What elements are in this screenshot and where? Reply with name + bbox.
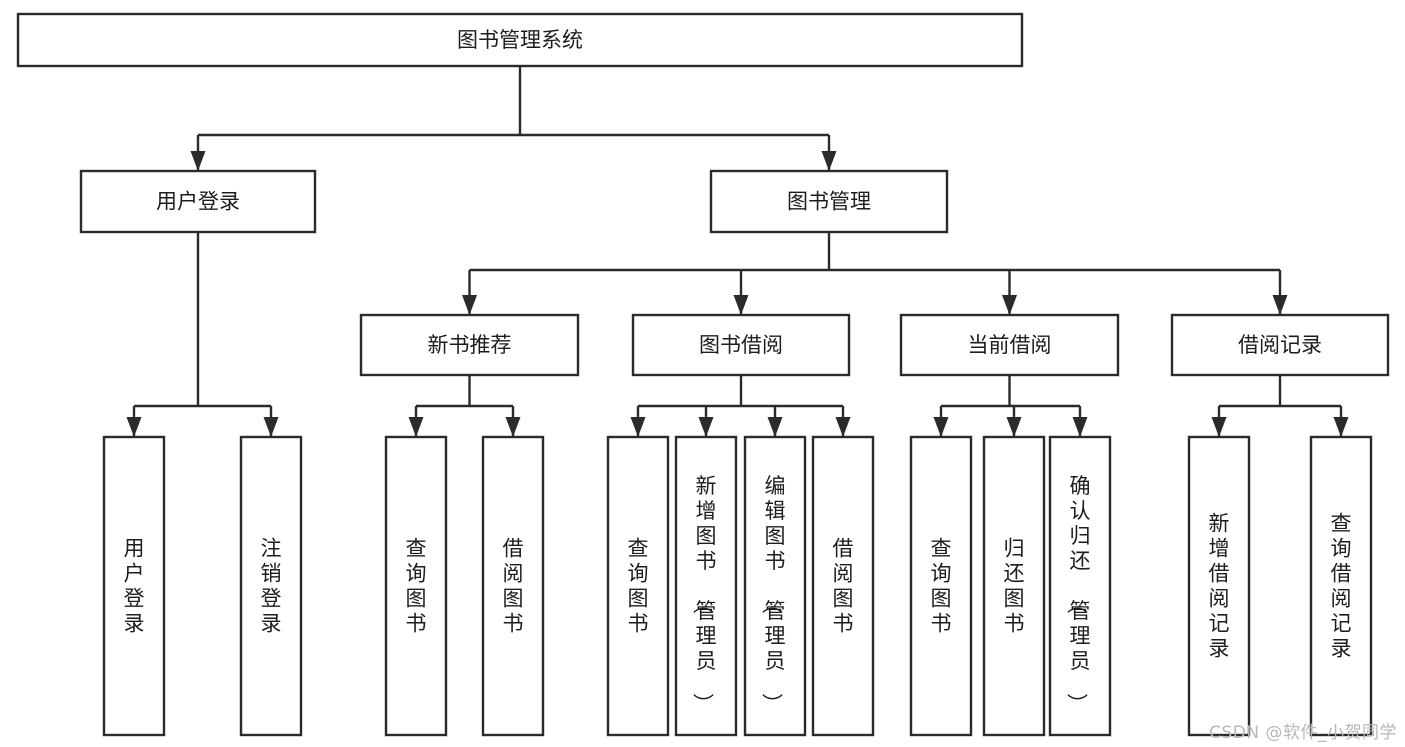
connector-layer	[126, 66, 1349, 437]
node-l3-当前借阅[interactable]: 当前借阅	[899, 313, 1120, 377]
node-leaf-9-box[interactable]	[982, 435, 1046, 737]
node-leaf-8-label: 查询图书	[931, 537, 952, 636]
arrow-head-icon	[1072, 417, 1088, 437]
node-leaf-12-box[interactable]	[1309, 435, 1373, 737]
node-leaf-7-box[interactable]	[811, 435, 875, 737]
node-leaf-10[interactable]: 确认归还（管理员）	[1048, 435, 1112, 737]
node-leaf-10-label: 确认归还（管理员）	[1065, 474, 1091, 714]
node-leaf-3-label: 借阅图书	[503, 537, 524, 636]
node-l2-用户登录-box[interactable]	[79, 169, 317, 234]
node-leaf-11-label: 新增借阅记录	[1209, 512, 1230, 661]
node-l3-借阅记录-label: 借阅记录	[1238, 333, 1322, 357]
node-leaf-4-box[interactable]	[606, 435, 670, 737]
node-root-图书管理系统-label: 图书管理系统	[457, 28, 583, 52]
arrow-head-icon	[1211, 417, 1227, 437]
arrow-head-icon	[1006, 417, 1022, 437]
node-leaf-2-box[interactable]	[384, 435, 448, 737]
node-l2-图书管理[interactable]: 图书管理	[709, 169, 949, 234]
node-leaf-6-box[interactable]	[743, 435, 807, 737]
node-leaf-7[interactable]: 借阅图书	[811, 435, 875, 737]
arrow-head-icon	[767, 417, 783, 437]
node-leaf-0-box[interactable]	[102, 435, 166, 737]
node-leaf-5-box[interactable]	[674, 435, 738, 737]
arrow-head-icon	[630, 417, 646, 437]
node-leaf-0-label: 用户登录	[124, 537, 145, 636]
arrow-head-icon	[263, 417, 279, 437]
node-leaf-2[interactable]: 查询图书	[384, 435, 448, 737]
arrow-head-icon	[698, 417, 714, 437]
node-l3-当前借阅-label: 当前借阅	[968, 333, 1052, 357]
node-l3-图书借阅-box[interactable]	[631, 313, 851, 377]
arrow-head-icon	[1333, 417, 1349, 437]
arrow-head-icon	[835, 417, 851, 437]
node-l3-新书推荐-label: 新书推荐	[428, 333, 512, 357]
node-l2-图书管理-box[interactable]	[709, 169, 949, 234]
node-l3-借阅记录[interactable]: 借阅记录	[1170, 313, 1390, 377]
node-l3-图书借阅-label: 图书借阅	[699, 333, 783, 357]
node-l3-借阅记录-box[interactable]	[1170, 313, 1390, 377]
node-leaf-3-box[interactable]	[481, 435, 545, 737]
node-root-图书管理系统-box[interactable]	[16, 12, 1024, 68]
node-leaf-2-label: 查询图书	[406, 537, 427, 636]
node-l3-新书推荐[interactable]: 新书推荐	[359, 313, 580, 377]
node-l3-新书推荐-box[interactable]	[359, 313, 580, 377]
arrow-head-icon	[408, 417, 424, 437]
node-l2-用户登录[interactable]: 用户登录	[79, 169, 317, 234]
csdn-watermark: CSDN @软件_小贺同学	[1209, 723, 1397, 743]
node-leaf-6-label: 编辑图书（管理员）	[760, 474, 786, 714]
node-l2-图书管理-label: 图书管理	[787, 190, 871, 214]
arrow-head-icon	[733, 295, 749, 315]
node-leaf-1-box[interactable]	[239, 435, 303, 737]
node-leaf-1[interactable]: 注销登录	[239, 435, 303, 737]
node-leaf-5-label: 新增图书（管理员）	[691, 474, 717, 714]
node-leaf-4-label: 查询图书	[628, 537, 649, 636]
node-l3-图书借阅[interactable]: 图书借阅	[631, 313, 851, 377]
node-l2-用户登录-label: 用户登录	[156, 190, 240, 214]
node-leaf-8-box[interactable]	[909, 435, 973, 737]
node-leaf-1-label: 注销登录	[261, 537, 282, 636]
node-leaf-12[interactable]: 查询借阅记录	[1309, 435, 1373, 737]
node-leaf-12-label: 查询借阅记录	[1331, 512, 1352, 661]
node-leaf-0[interactable]: 用户登录	[102, 435, 166, 737]
node-l3-当前借阅-box[interactable]	[899, 313, 1120, 377]
node-leaf-5[interactable]: 新增图书（管理员）	[674, 435, 738, 737]
arrow-head-icon	[1002, 295, 1017, 315]
node-leaf-8[interactable]: 查询图书	[909, 435, 973, 737]
node-leaf-6[interactable]: 编辑图书（管理员）	[743, 435, 807, 737]
arrow-head-icon	[190, 151, 206, 171]
arrow-head-icon	[821, 151, 837, 171]
node-leaf-3[interactable]: 借阅图书	[481, 435, 545, 737]
node-leaf-4[interactable]: 查询图书	[606, 435, 670, 737]
node-leaf-11-box[interactable]	[1187, 435, 1251, 737]
arrow-head-icon	[462, 295, 477, 315]
node-root-图书管理系统[interactable]: 图书管理系统	[16, 12, 1024, 68]
arrow-head-icon	[1272, 295, 1288, 315]
node-leaf-11[interactable]: 新增借阅记录	[1187, 435, 1251, 737]
node-leaf-9[interactable]: 归还图书	[982, 435, 1046, 737]
node-leaf-7-label: 借阅图书	[833, 537, 854, 636]
arrow-head-icon	[126, 417, 142, 437]
arrow-head-icon	[505, 417, 521, 437]
node-leaf-9-label: 归还图书	[1004, 537, 1025, 636]
arrow-head-icon	[933, 417, 949, 437]
node-leaf-10-box[interactable]	[1048, 435, 1112, 737]
node-layer: 图书管理系统用户登录图书管理新书推荐图书借阅当前借阅借阅记录用户登录注销登录查询…	[16, 12, 1390, 737]
